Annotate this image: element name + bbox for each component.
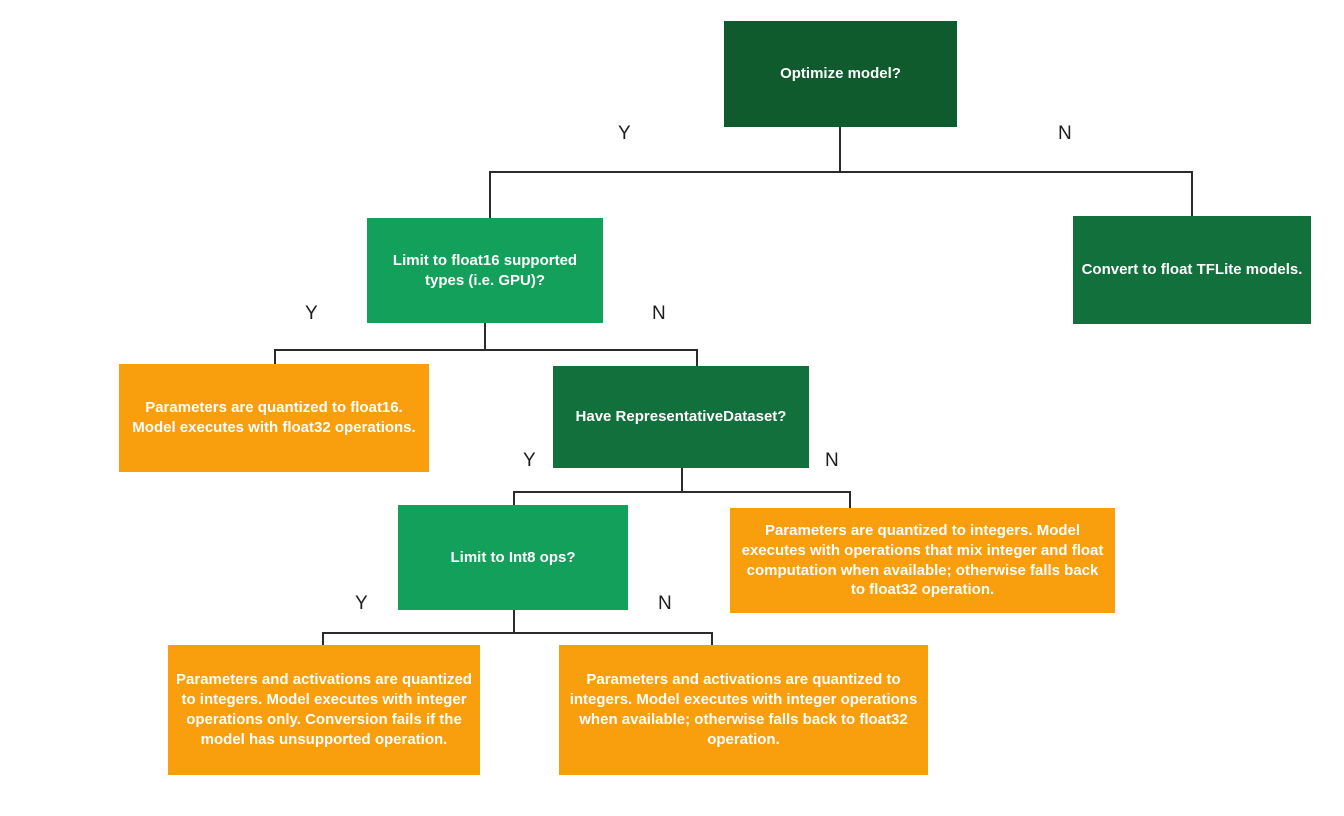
edge-float16-to-repdataset — [696, 349, 698, 366]
branch-label-repdataset-yes: Y — [523, 450, 536, 471]
node-label: Convert to float TFLite models. — [1081, 261, 1303, 279]
branch-label-int8-no: N — [658, 593, 672, 614]
branch-label-repdataset-no: N — [825, 450, 839, 471]
node-result-float16-params[interactable]: Parameters are quantized to float16. Mod… — [119, 364, 429, 472]
node-label: Parameters and activations are quantized… — [569, 671, 918, 748]
edge-optimize-to-convert — [1191, 171, 1193, 216]
node-label: Parameters are quantized to integers. Mo… — [741, 521, 1104, 599]
node-limit-float16-supported-types[interactable]: Limit to float16 supported types (i.e. G… — [367, 218, 603, 323]
node-label: Parameters are quantized to float16. Mod… — [132, 399, 416, 436]
edge-int8-to-fallback — [711, 632, 713, 645]
branch-label-optimize-no: N — [1058, 123, 1072, 144]
branch-label-float16-yes: Y — [305, 303, 318, 324]
edge-float16-stem — [484, 323, 486, 350]
edge-optimize-bus — [489, 171, 1192, 173]
edge-optimize-stem — [839, 127, 841, 172]
edge-float16-bus — [274, 349, 697, 351]
branch-label-float16-no: N — [652, 303, 666, 324]
node-label: Optimize model? — [780, 65, 901, 83]
node-label: Parameters and activations are quantized… — [176, 671, 472, 748]
edge-repdataset-to-int8 — [513, 491, 515, 505]
edge-repdataset-stem — [681, 468, 683, 492]
node-result-integer-with-float-fallback[interactable]: Parameters and activations are quantized… — [559, 645, 928, 775]
node-result-mixed-integer-float[interactable]: Parameters are quantized to integers. Mo… — [730, 508, 1115, 613]
edge-int8-stem — [513, 610, 515, 633]
node-convert-to-float-tflite[interactable]: Convert to float TFLite models. — [1073, 216, 1311, 324]
edge-int8-to-intonly — [322, 632, 324, 645]
node-label: Have RepresentativeDataset? — [575, 408, 787, 426]
branch-label-int8-yes: Y — [355, 593, 368, 614]
branch-label-optimize-yes: Y — [618, 123, 631, 144]
edge-repdataset-bus — [513, 491, 850, 493]
edge-float16-to-result — [274, 349, 276, 364]
node-label: Limit to float16 supported types (i.e. G… — [392, 251, 578, 289]
edge-int8-bus — [322, 632, 712, 634]
node-have-representative-dataset[interactable]: Have RepresentativeDataset? — [553, 366, 809, 468]
node-result-integer-only[interactable]: Parameters and activations are quantized… — [168, 645, 480, 775]
node-optimize-model[interactable]: Optimize model? — [724, 21, 957, 127]
edge-repdataset-to-mixed — [849, 491, 851, 508]
edge-optimize-to-float16 — [489, 171, 491, 218]
node-label: Limit to Int8 ops? — [450, 548, 576, 566]
node-limit-to-int8-ops[interactable]: Limit to Int8 ops? — [398, 505, 628, 610]
